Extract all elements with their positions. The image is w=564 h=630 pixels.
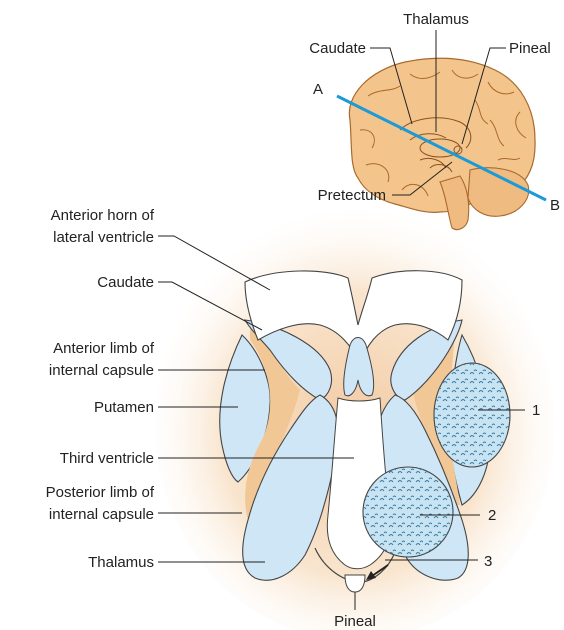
lesion-1 xyxy=(434,363,510,467)
label-caudate: Caudate xyxy=(97,274,154,291)
label-anterior-horn-line1: Anterior horn of xyxy=(51,207,155,224)
label-posterior-limb-line1: Posterior limb of xyxy=(46,484,155,501)
main-section: Anterior horn of lateral ventricle Cauda… xyxy=(46,207,555,630)
inset-label-pineal: Pineal xyxy=(509,40,551,57)
inset-label-thalamus: Thalamus xyxy=(403,11,469,28)
label-anterior-limb-line1: Anterior limb of xyxy=(53,340,155,357)
label-putamen: Putamen xyxy=(94,399,154,416)
inset-brain: Thalamus Caudate Pineal A B Pretectum xyxy=(309,11,560,230)
inset-label-caudate: Caudate xyxy=(309,40,366,57)
inset-label-a: A xyxy=(313,81,323,98)
label-anterior-limb-line2: internal capsule xyxy=(49,362,154,379)
label-1: 1 xyxy=(532,402,540,419)
lesion-2 xyxy=(363,467,453,557)
label-2: 2 xyxy=(488,507,496,524)
label-pineal-bottom: Pineal xyxy=(334,613,376,630)
label-posterior-limb-line2: internal capsule xyxy=(49,506,154,523)
label-third-ventricle: Third ventricle xyxy=(60,450,154,467)
label-3: 3 xyxy=(484,553,492,570)
inset-label-pretectum: Pretectum xyxy=(318,187,386,204)
label-anterior-horn-line2: lateral ventricle xyxy=(53,229,154,246)
inset-label-b: B xyxy=(550,197,560,214)
label-thalamus: Thalamus xyxy=(88,554,154,571)
